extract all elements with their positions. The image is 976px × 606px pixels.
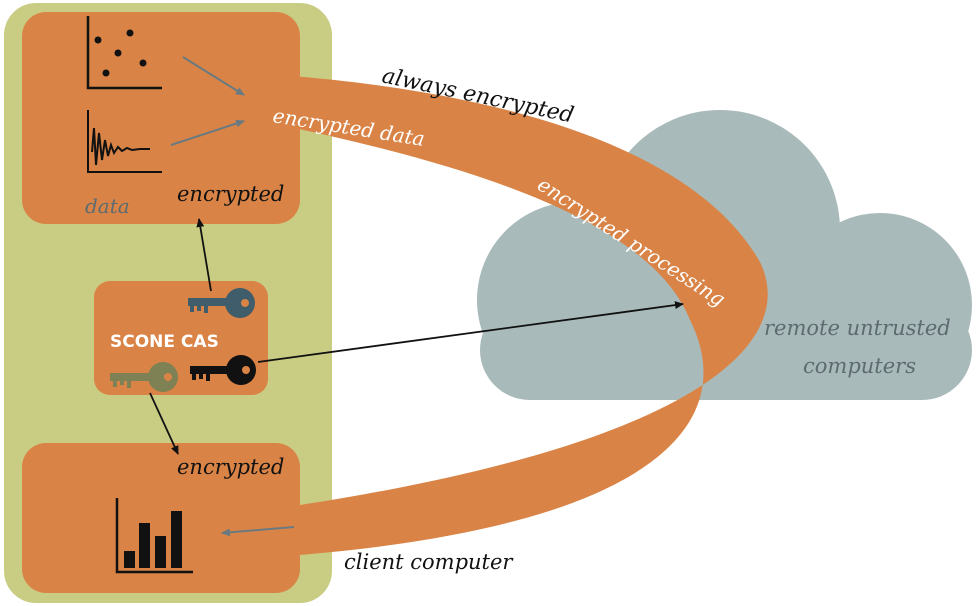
encrypted-band [280,75,768,555]
scone-cas-label: SCONE CAS [110,332,219,352]
client-computer-label: client computer [344,550,514,574]
data-flow-arrow-1 [182,56,245,96]
bar-chart-icon [115,498,193,574]
remote-label-line1: remote untrusted [764,316,951,340]
remote-label-line2: computers [803,354,916,378]
result-box [22,443,300,593]
encrypted-label-bottom: encrypted [177,455,284,479]
key-icon [190,355,256,385]
data-label: data [85,194,130,218]
key-icon [188,288,255,318]
data-flow-arrow-2 [170,119,245,146]
key-arrow-to-cloud [257,301,684,363]
result-flow-arrow [221,526,295,537]
waveform-icon [87,110,162,173]
key-arrow-to-result [149,392,179,455]
scatter-plot-icon [86,16,162,90]
key-arrow-to-data [196,218,212,292]
key-icon [110,362,178,392]
encrypted-label-top: encrypted [177,182,284,206]
